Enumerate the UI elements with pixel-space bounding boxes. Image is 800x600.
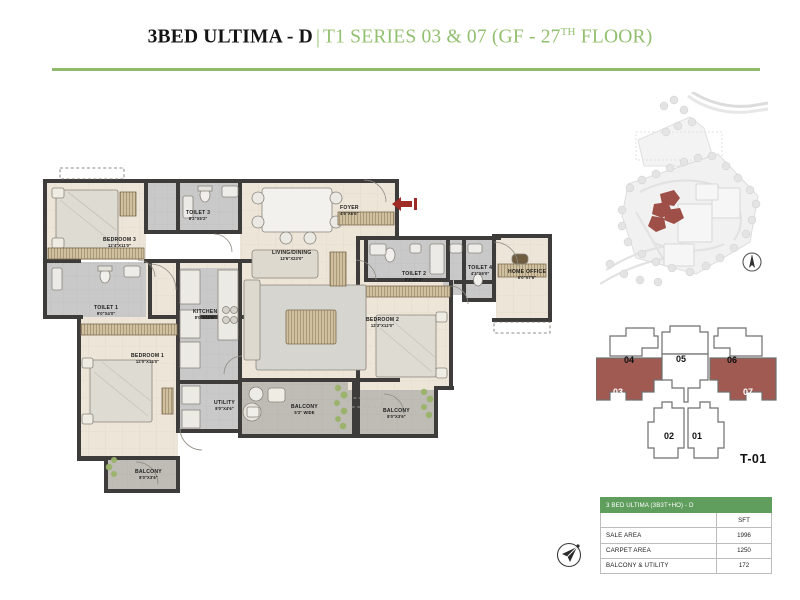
north-compass-icon	[552, 538, 586, 572]
column-header-blank	[600, 512, 717, 529]
floor-plan-drawing	[38, 160, 568, 505]
title-series-ordinal: TH	[560, 26, 576, 38]
title-separator: |	[315, 26, 321, 48]
table-column-header-row: SFT	[600, 512, 772, 529]
table-row: BALCONY & UTILITY 172	[600, 557, 772, 574]
sitemap-north-icon	[742, 252, 762, 272]
table-row: SALE AREA 1996	[600, 527, 772, 544]
keyplan-tower-caption: T-01	[740, 452, 767, 466]
area-label: CARPET AREA	[600, 542, 717, 559]
keyplan-unit-03[interactable]: 03	[613, 387, 624, 397]
area-statement-table: 3 BED ULTIMA (3B3T+HO) - D SFT SALE AREA…	[600, 496, 772, 574]
column-header-unit: SFT	[716, 512, 772, 529]
table-row: CARPET AREA 1250	[600, 542, 772, 559]
floor-plan-svg	[43, 167, 552, 493]
area-value: 1250	[716, 542, 772, 559]
keyplan-unit-02[interactable]: 02	[664, 431, 675, 441]
area-label: BALCONY & UTILITY	[600, 557, 717, 574]
title-series-suffix: FLOOR)	[575, 26, 653, 48]
keyplan-unit-07[interactable]: 07	[743, 387, 754, 397]
keyplan-unit-01[interactable]: 01	[692, 431, 703, 441]
table-header-row: 3 BED ULTIMA (3B3T+HO) - D	[600, 496, 772, 514]
area-label: SALE AREA	[600, 527, 717, 544]
title-divider	[52, 68, 760, 71]
title-series-prefix: T1 SERIES 03 & 07 (GF - 27	[323, 26, 561, 48]
title-unit-type: 3BED ULTIMA - D	[147, 26, 313, 48]
page-header: 3BED ULTIMA - D|T1 SERIES 03 & 07 (GF - …	[0, 26, 800, 49]
area-value: 1996	[716, 527, 772, 544]
table-title: 3 BED ULTIMA (3B3T+HO) - D	[600, 496, 772, 514]
keyplan-unit-04[interactable]: 04	[624, 355, 635, 365]
keyplan-unit-05[interactable]: 05	[676, 354, 687, 364]
tower-key-plan: 04 05 06 03 07 02 01	[595, 318, 778, 468]
site-master-plan	[599, 90, 780, 287]
page-title: 3BED ULTIMA - D|T1 SERIES 03 & 07 (GF - …	[0, 26, 800, 49]
area-value: 172	[716, 557, 772, 574]
keyplan-unit-06[interactable]: 06	[727, 355, 738, 365]
entry-direction-arrow	[392, 196, 418, 212]
